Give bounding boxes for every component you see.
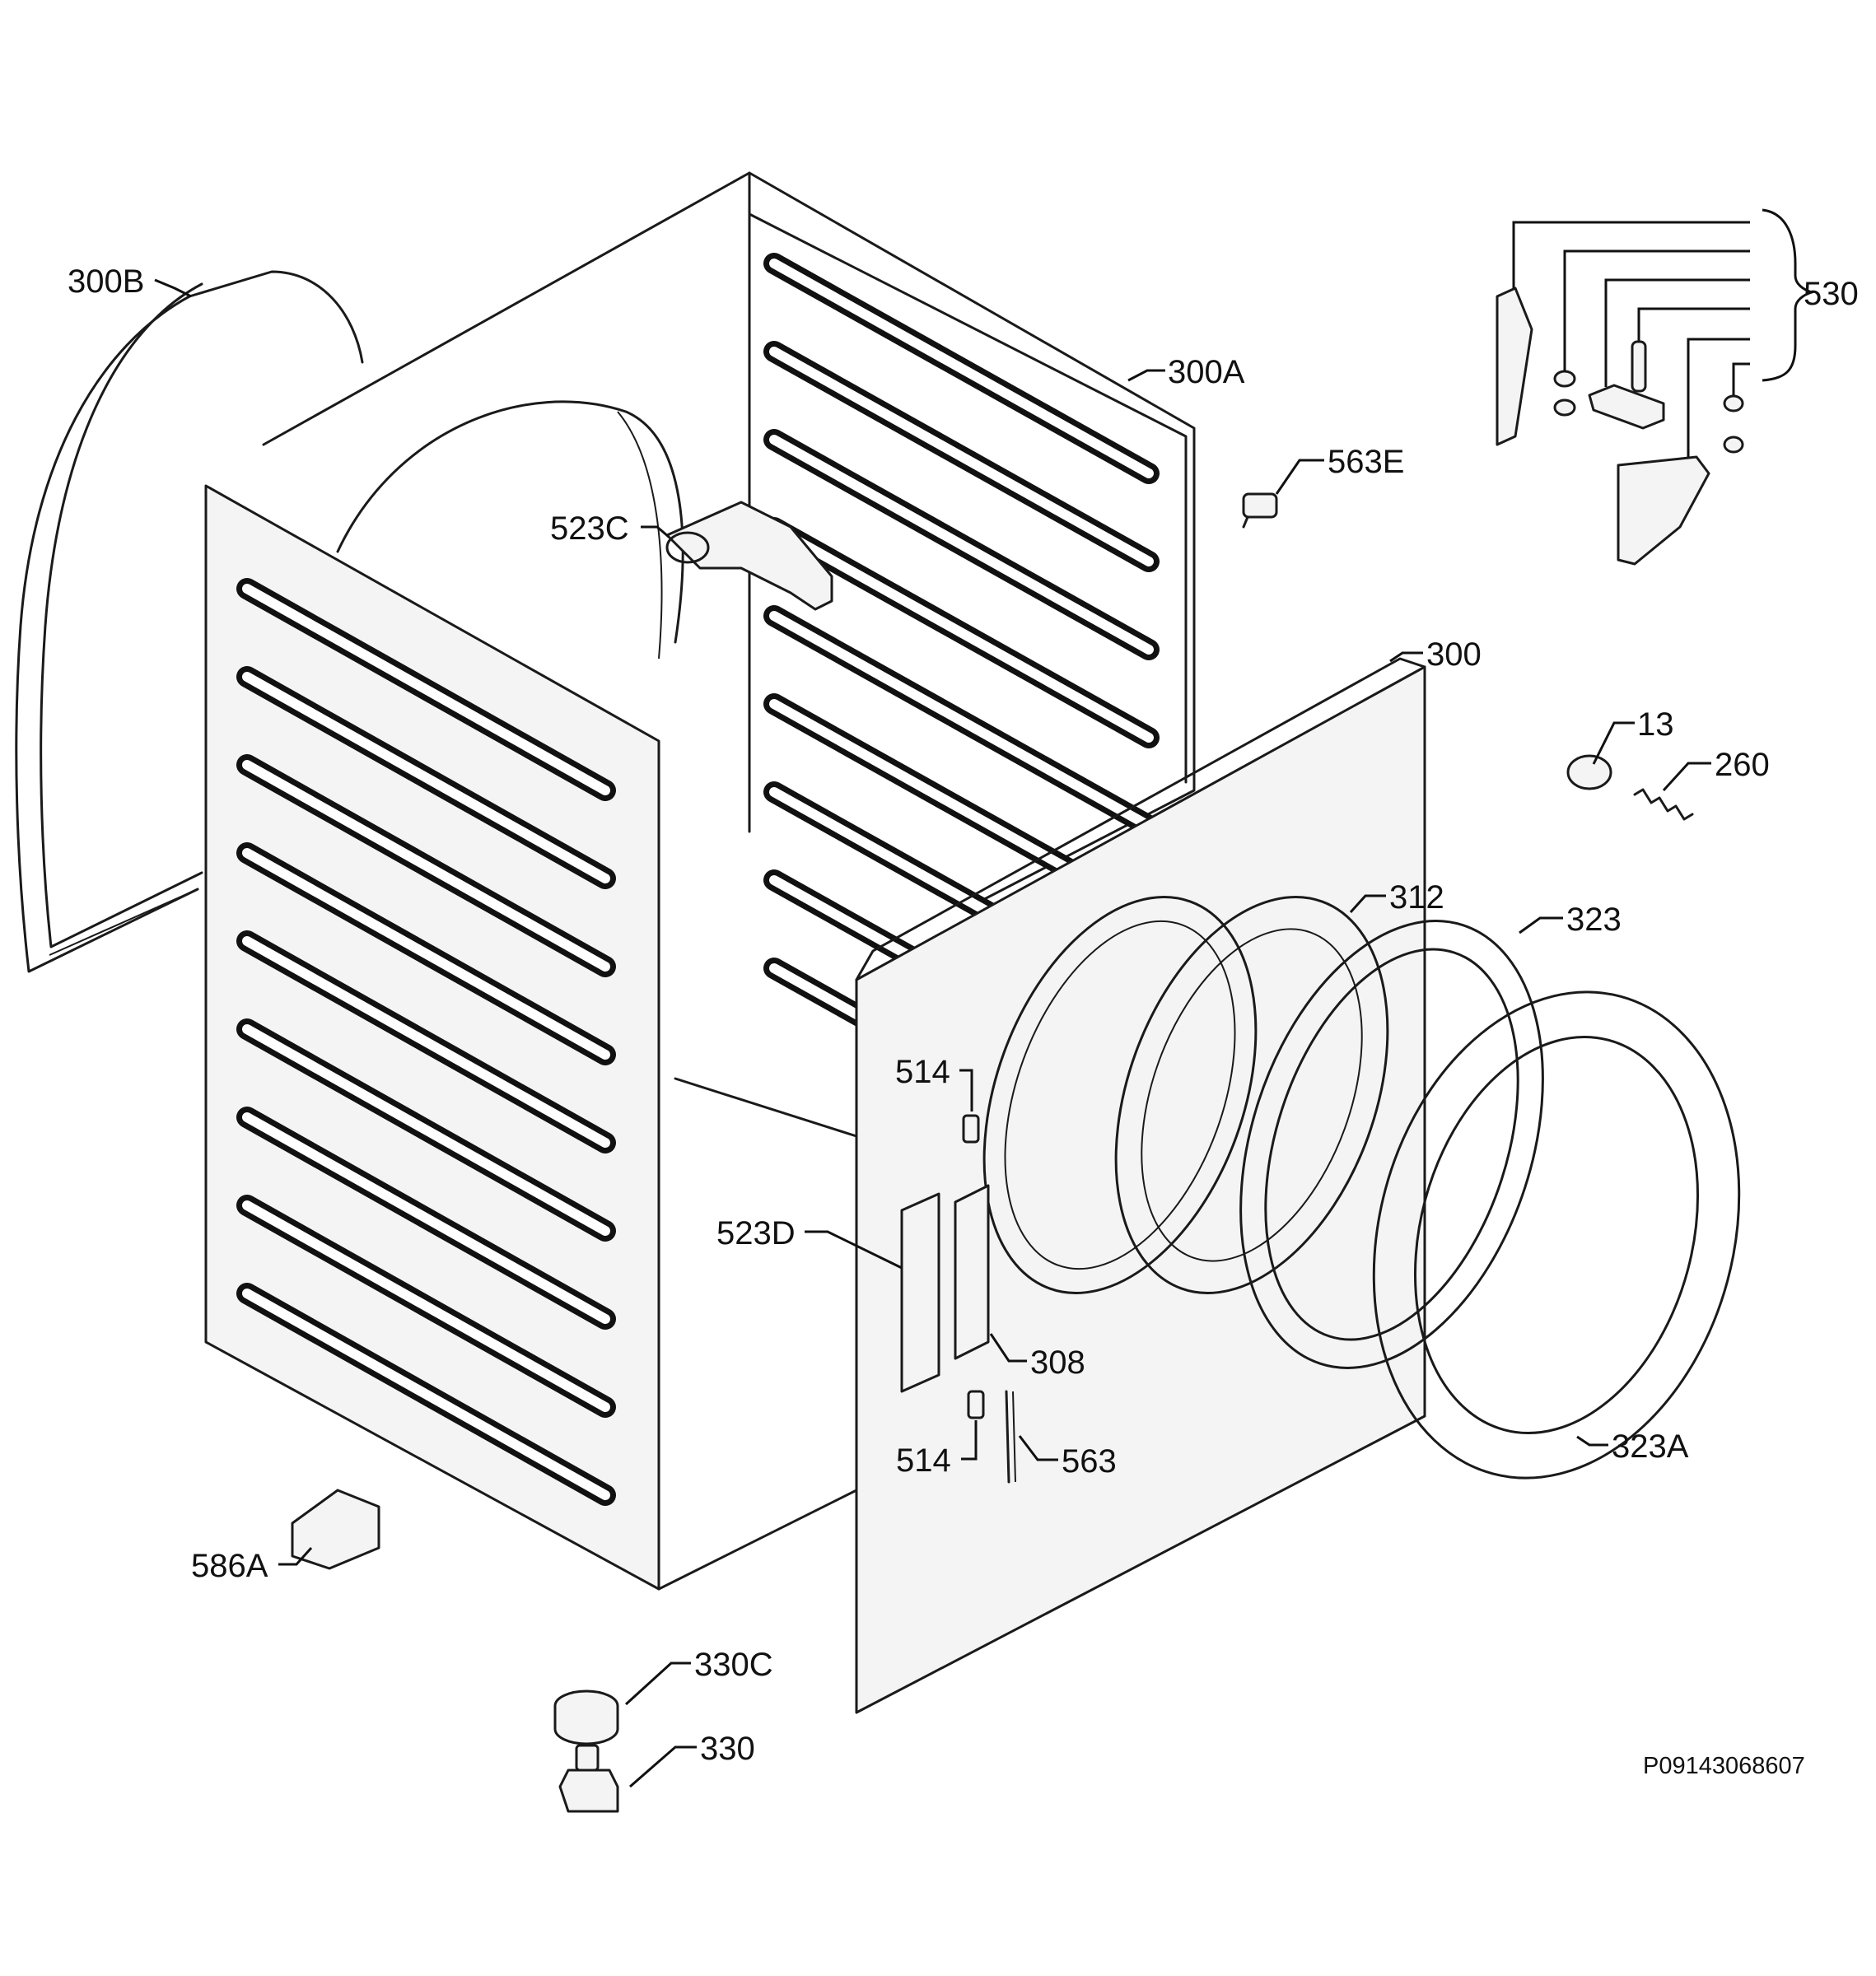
screw-514-lower [967,1390,985,1419]
clip-586A [291,1489,380,1570]
diagram-code: P09143068607 [1643,1753,1805,1779]
callout-514-upper: 514 [895,1054,950,1090]
callout-563E: 563E [1328,444,1404,480]
bracket-523C [665,501,833,611]
callout-523C: 523C [550,510,629,547]
hinge-group-530 [1496,287,1744,566]
vent-slot-left-inner [242,760,610,972]
callout-312: 312 [1389,879,1444,916]
vent-slot-left-inner [242,584,610,795]
leader-lines [154,278,1711,1788]
vent-slot-left-inner [242,1289,610,1500]
inner-door-frame-323 [1239,920,1544,1369]
callout-300B: 300B [68,263,144,300]
vent-slot-left-inner [242,672,610,883]
vent-slot-rear-inner [769,259,1154,478]
hinge-group-leaders [1512,208,1817,457]
callout-13: 13 [1637,706,1674,743]
vent-slot-left-inner [242,1024,610,1236]
rear-seal-300B [15,270,364,973]
vent-slot-rear-inner [769,523,1154,743]
vent-slot-left-inner [242,848,610,1060]
callout-330: 330 [700,1731,755,1767]
spring-260 [1633,788,1694,821]
door-glass-312 [1114,896,1389,1294]
vent-slot-left-inner [242,1112,610,1324]
vent-slot-rear-inner [769,347,1154,566]
callout-323A: 323A [1612,1428,1689,1465]
callout-586A: 586A [191,1548,268,1584]
cap-13 [1566,754,1612,790]
front-panel-300 [855,657,1426,1714]
callout-523D: 523D [716,1215,796,1251]
callout-514-lower: 514 [896,1442,951,1479]
hinge-plate-523D [900,1184,990,1393]
callout-563: 563 [1062,1443,1117,1480]
vent-slot-left-inner [242,1200,610,1412]
callout-308: 308 [1030,1345,1085,1381]
screw-514-upper [962,1114,980,1144]
vent-slot-rear-inner [769,611,1154,831]
callout-300A: 300A [1168,354,1245,390]
callout-330C: 330C [694,1647,773,1683]
outer-door-ring-323A [1372,990,1741,1480]
vent-slot-rear-inner [769,435,1154,655]
callout-323: 323 [1566,902,1622,938]
callout-300: 300 [1426,636,1482,673]
callout-labels: 300B 300A 563E 523C 530 300 13 260 312 3… [68,263,1859,1779]
fitting-330 [558,1744,619,1813]
vent-slot-left-inner [242,936,610,1148]
left-panel-vents [236,578,616,1506]
callout-530: 530 [1804,276,1859,312]
nut-330C [553,1689,619,1745]
connector-563E [1242,492,1278,529]
callout-260: 260 [1715,747,1770,783]
rod-563 [1005,1390,1016,1484]
